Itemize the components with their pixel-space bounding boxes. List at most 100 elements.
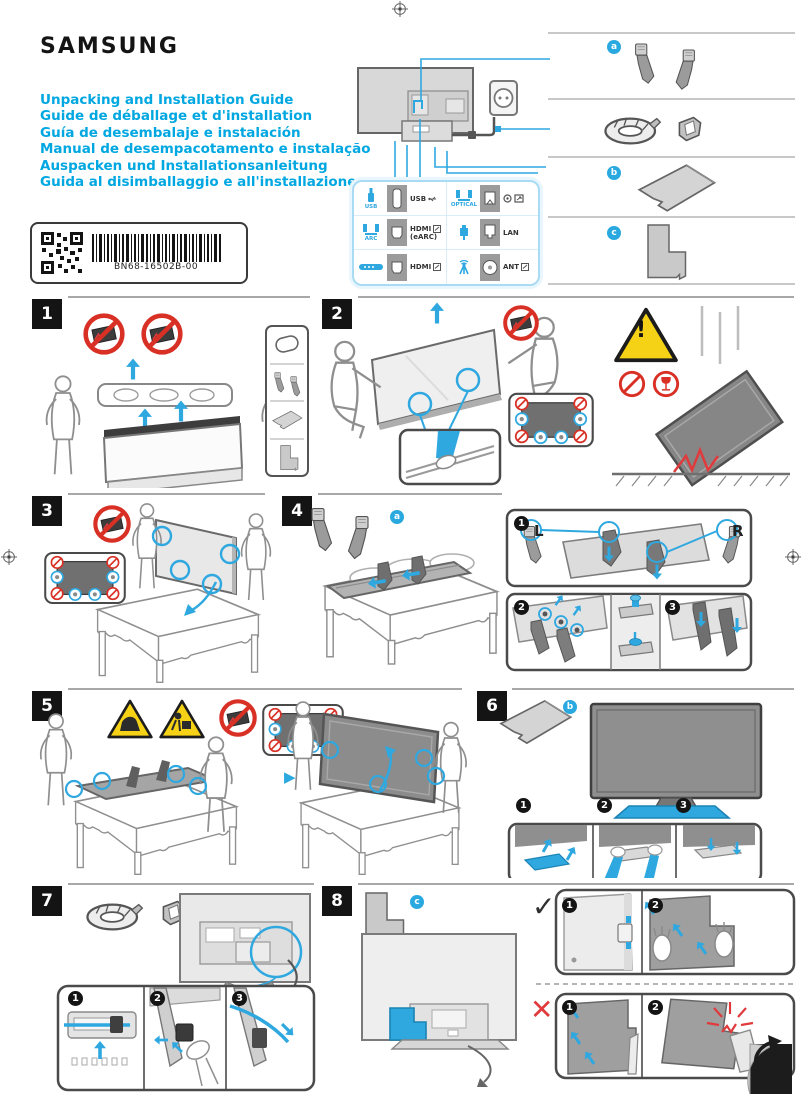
step-8-number: 8 [322,886,352,916]
step-1-number: 1 [32,299,62,329]
ant-badge-icon [521,263,530,271]
ant-port-icon [480,253,500,281]
port-row-hdmi-earc: ARC HDMI (eARC) [354,216,446,250]
arc-speakers-icon [363,224,379,235]
registration-mark-top [392,1,408,17]
port-row-hdmi: HDMI [354,250,446,284]
correct-sub2-badge: 2 [648,898,663,913]
right-leg-label: R [732,522,744,540]
usb-caption: USB [364,204,378,210]
foam-top [97,383,233,407]
ant-label: ANT [503,263,520,271]
arc-caption: ARC [364,236,378,242]
step-4-detail-panels [505,508,753,672]
fragile-icon [652,370,680,398]
tv-panel [155,518,237,596]
step6-sub3-badge: 3 [676,798,691,813]
rotate-arrow [191,581,218,612]
rule-step4 [318,493,502,495]
correct-mark: ✓ [532,890,556,923]
table [96,588,260,684]
cover-wrong [567,999,637,1075]
fall-warning-illustration [612,306,790,487]
page-turn-icon [747,1035,792,1095]
cover-check-panels [536,888,796,1080]
incorrect-sub1-badge: 1 [562,1000,577,1015]
cable [467,1045,492,1083]
step6-sub2-badge: 2 [597,798,612,813]
no-press-icon [95,507,128,540]
usb-port-label: USB [410,194,427,203]
product-label: BN68-16502B-00 [30,222,248,284]
title-es: Guía de desembalaje e instalación [40,124,301,141]
optical-caption: OPTICAL [450,202,478,208]
step-6-number: 6 [477,691,507,721]
lan-label: LAN [503,228,519,237]
rear-ports-panel: USB USB OPTICAL ARC HDMI (eARC) LAN [352,180,540,286]
person-left [330,340,382,440]
stand-base [390,1039,510,1050]
earc-label: (eARC) [410,232,438,241]
hand [435,454,457,470]
stand-leg-left-part [634,43,655,84]
tv-front [589,702,763,800]
hdmi2-port-icon [387,253,407,281]
box-base [107,467,243,488]
step-6-illustration [500,700,763,878]
ethernet-plug-icon [460,225,468,240]
substep-3-badge: 3 [665,600,680,615]
rule-step5 [68,688,462,690]
step-2-illustration [330,302,594,486]
no-press-icon [221,701,254,734]
barcode [92,234,221,262]
tv-rear-diagram [357,58,550,180]
step-1-illustration [45,300,309,488]
port-row-lan: LAN [446,216,538,250]
stand-leg-glyph [311,507,333,552]
hdmi-badge-icon [433,224,442,233]
part-c-badge: c [607,226,621,240]
step-7-number: 7 [32,886,62,916]
lift-arrow [126,358,140,380]
back-cover-part [647,224,687,280]
cable-through-clip [229,1004,290,1044]
usb-trident-icon [428,196,437,201]
part-number: BN68-16502B-00 [113,262,199,272]
step-3-number: 3 [32,496,62,526]
optical-port-icon [480,185,500,212]
part-a-badge: a [607,40,621,54]
person-left [45,375,81,476]
part-a-ref-badge: a [390,510,404,524]
tv-bottom-edge [378,394,502,430]
barcode-block: BN68-16502B-00 [90,234,222,272]
title-de: Auspacken und Installationsanleitung [40,157,328,174]
base-plate-highlight [612,805,732,819]
cable-clip-part [678,116,702,142]
falling-tv [654,369,784,487]
incorrect-sub2-badge: 2 [648,1000,663,1015]
prohibition-icon [618,370,646,398]
accessory-parts-list [548,32,795,285]
audio-out-icon [514,194,524,203]
hand [186,1040,210,1060]
rule-step1 [68,296,310,298]
part-c-ref-badge: c [410,895,424,909]
rule-step8 [358,883,794,885]
rule-step7 [68,883,314,885]
part-b-badge: b [607,166,621,180]
substep-2-badge: 2 [514,600,529,615]
stand-leg-glyph-2 [347,515,369,560]
step-4-illustration [311,507,498,665]
heavy-warning-triangle [159,699,205,739]
power-cord-part [604,116,662,145]
title-it: Guida al disimballaggio e all'installazi… [40,174,357,191]
step-4-number: 4 [282,496,312,526]
callout-lines [394,58,550,180]
incorrect-mark: ✕ [530,993,554,1026]
lift-arrow [430,302,444,324]
hand-left [652,934,672,962]
impact-crack [673,446,720,474]
no-drop-icon-2 [144,316,181,353]
damage-burst [706,1002,754,1035]
